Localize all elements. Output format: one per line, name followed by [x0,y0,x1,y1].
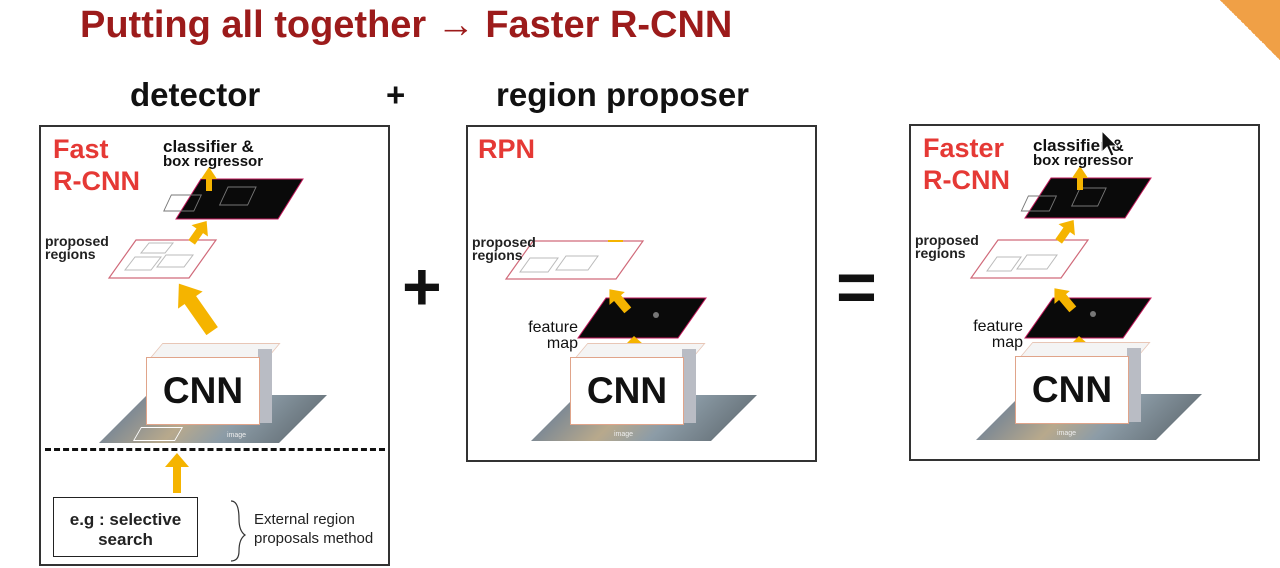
selective-search-box: e.g : selective search [53,497,198,557]
fast-rcnn-cnn-block: CNN [146,357,260,425]
proposal-box [139,242,175,254]
plus-label: + [386,76,406,113]
fast-rcnn-title: Fast R-CNN [53,133,140,197]
feature-spot [653,312,659,318]
corner-decoration [1220,0,1280,60]
selective-search-line1: e.g : selective [69,510,182,529]
equals-operator: = [836,248,877,326]
fast-rcnn-title-line1: Fast [53,134,109,164]
feature-line1: feature [528,319,578,336]
cnn-side-face [682,349,696,423]
brace [230,500,247,562]
image-caption: image [227,432,247,439]
selective-search-line2: search [98,530,153,549]
proposal-box [123,256,163,271]
proposed-line2: regions [915,245,966,261]
proposal-box [156,254,194,268]
feature-line1: feature [973,318,1023,335]
faster-rcnn-title-line2: R-CNN [923,165,1010,195]
classifier-feature-map [175,178,304,220]
proposed-regions-plane [969,239,1090,279]
arrow-feature-to-proposals [609,289,632,314]
rpn-cnn-block: CNN [570,357,684,425]
fast-rcnn-classifier-label: classifier & box regressor [163,137,264,170]
classifier-line1: classifier & [163,137,254,156]
plus-operator: + [402,249,442,325]
fast-rcnn-title-line2: R-CNN [53,166,140,196]
faster-rcnn-title-line1: Faster [923,133,1005,163]
classifier-line1: classifier & [1033,136,1124,155]
classifier-box [1070,187,1107,207]
faster-rcnn-feature-map-label: feature map [955,319,1023,351]
arrow-to-classifier [1072,166,1088,190]
arrow-to-classifier [201,167,217,191]
mouse-cursor-icon [1101,130,1119,157]
rpn-graphics [504,240,707,354]
region-proposer-label: region proposer [496,76,750,113]
proposed-line2: regions [45,246,96,262]
faster-feature-map [1024,297,1152,339]
classifier-box [218,186,257,206]
slide-title: Putting all together → Faster R-CNN [80,4,733,46]
fast-rcnn-proposed-label: proposed regions [45,233,109,262]
cnn-side-face [258,349,272,423]
feature-spot [1090,311,1096,317]
rpn-title: RPN [478,134,536,164]
external-line2: proposals method [254,530,374,547]
external-line1: External region [254,511,355,528]
arrow-feature-to-proposals [1054,288,1077,313]
classifier-box [163,194,203,212]
cnn-side-face [1127,348,1141,422]
proposal-box [519,257,559,273]
proposed-line1: proposed [45,233,109,249]
faster-rcnn-title: Faster R-CNN [923,132,1010,196]
dashed-separator [45,448,385,451]
arrow-selective-search-up [165,453,189,493]
faster-rcnn-proposed-label: proposed regions [915,232,979,261]
classifier-box [1020,195,1058,212]
image-caption: image [1057,430,1077,437]
faster-rcnn-graphics [969,166,1152,354]
rpn-feature-map [577,297,707,339]
feature-line2: map [546,335,578,352]
classifier-feature-map [1024,177,1152,219]
fast-rcnn-panel: Fast R-CNN classifier & box regressor pr… [39,125,390,566]
proposed-line2: regions [472,247,523,263]
region-box-overlay [132,427,184,441]
proposal-box [986,256,1022,272]
arrow-to-classifier-map [188,220,208,245]
rpn-panel: RPN proposed regions feature map image C… [466,125,817,462]
feature-line2: map [991,334,1023,351]
proposal-box [1016,254,1058,270]
image-caption: image [614,431,634,438]
rpn-proposed-regions-plane [504,240,645,280]
arrow-cnn-to-proposals [178,283,218,336]
external-proposals-label: External region proposals method [254,510,373,548]
faster-rcnn-classifier-label: classifier & box regressor [1033,136,1134,169]
rpn-feature-map-label: feature map [512,320,578,352]
faster-rcnn-panel: Faster R-CNN classifier & box regressor … [909,124,1260,461]
proposal-box [555,255,599,271]
classifier-line2: box regressor [163,153,264,170]
arrow-proposals-to-classifier [1055,219,1075,244]
classifier-line2: box regressor [1033,152,1134,169]
rpn-proposed-label: proposed regions [472,234,536,263]
faster-rcnn-cnn-block: CNN [1015,356,1129,424]
proposed-line1: proposed [915,232,979,248]
fast-rcnn-graphics [107,167,304,562]
proposed-line1: proposed [472,234,536,250]
detector-label: detector [130,76,261,113]
proposed-regions-plane [107,239,218,279]
